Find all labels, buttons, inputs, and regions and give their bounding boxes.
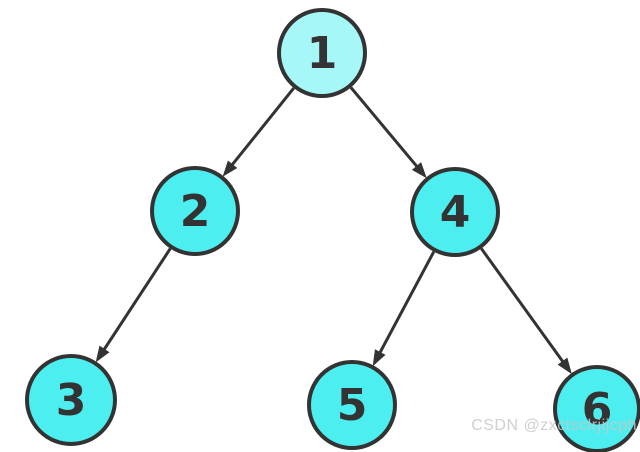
tree-node-label-2: 2 [180, 186, 211, 237]
tree-node-label-1: 1 [307, 28, 338, 79]
tree-node-circle-1 [277, 8, 367, 98]
tree-edges-layer [95, 86, 572, 375]
tree-node-4: 4 [410, 167, 500, 257]
tree-edge-1-2 [222, 87, 295, 177]
tree-edge-4-6 [480, 247, 572, 375]
tree-node-circle-3 [25, 354, 117, 446]
tree-node-6: 6 [553, 365, 640, 452]
tree-edge-1-4 [349, 86, 427, 179]
tree-node-label-6: 6 [582, 384, 613, 435]
tree-node-circle-4 [410, 167, 500, 257]
tree-edge-2-3 [95, 247, 172, 363]
tree-nodes-layer: 1 2 4 3 5 6 [25, 8, 640, 452]
tree-node-label-5: 5 [337, 380, 368, 431]
tree-node-label-3: 3 [56, 375, 87, 426]
tree-node-5: 5 [307, 360, 397, 450]
tree-node-2: 2 [150, 166, 240, 256]
watermark: CSDN @zxctsclrjijcph [471, 417, 637, 434]
tree-node-circle-6 [553, 365, 640, 452]
tree-node-3: 3 [25, 354, 117, 446]
tree-node-circle-5 [307, 360, 397, 450]
tree-edge-4-5 [372, 250, 436, 367]
tree-node-label-4: 4 [440, 187, 471, 238]
tree-node-circle-2 [150, 166, 240, 256]
tree-node-1: 1 [277, 8, 367, 98]
